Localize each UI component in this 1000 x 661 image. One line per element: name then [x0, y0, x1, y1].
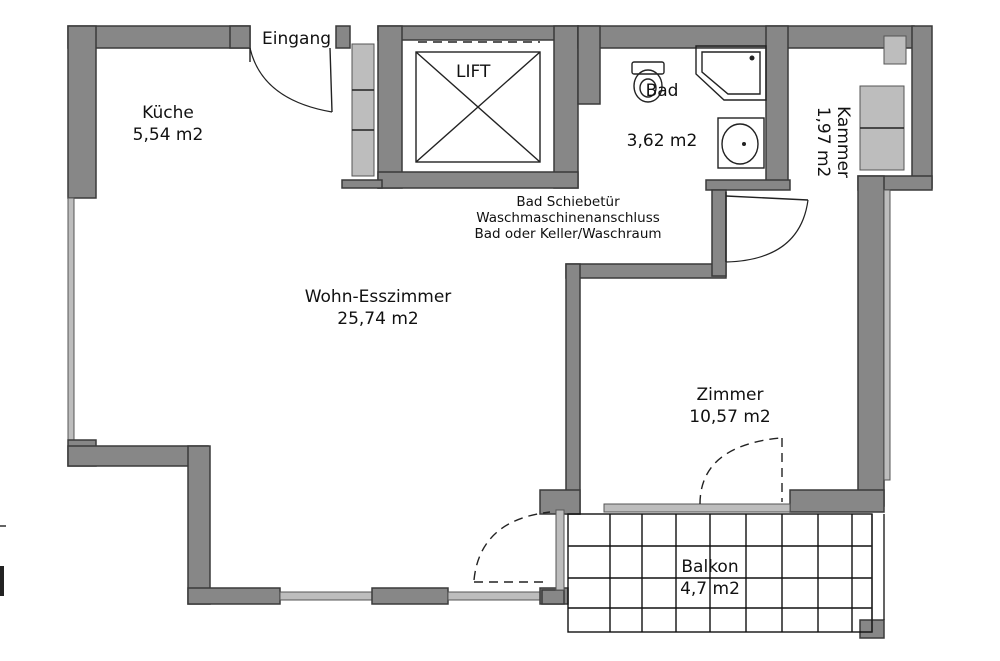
- balkon-name: Balkon: [681, 557, 738, 577]
- lift-shaft: LIFT: [415, 41, 541, 163]
- window-bottom-2: [447, 591, 541, 601]
- wall-zimmer-top: [565, 263, 727, 279]
- wall-zimmer-top-right: [711, 189, 727, 277]
- column-top-right: [883, 35, 907, 65]
- sink-icon: [717, 117, 765, 169]
- wall-lift-top: [377, 25, 579, 41]
- kitchen-cabinet: [351, 43, 375, 177]
- wall-bath-left: [577, 25, 601, 105]
- zimmer-door[interactable]: [725, 192, 809, 263]
- zimmer-name: Zimmer: [697, 385, 764, 405]
- kueche-name: Küche: [142, 103, 194, 123]
- wall-right-upper: [911, 25, 933, 189]
- wall-bottom-left: [187, 587, 281, 605]
- wall-top-bath: [577, 25, 915, 49]
- edge-bar: [0, 566, 4, 596]
- wall-entrance-left: [229, 25, 251, 49]
- wall-lift-left: [377, 25, 403, 189]
- note-1: Bad Schiebetür: [516, 194, 620, 210]
- window-bottom-1: [279, 591, 373, 601]
- wall-bath-bottom: [705, 179, 791, 191]
- lift-label: LIFT: [456, 62, 491, 82]
- kammer-name: Kammer: [833, 106, 853, 178]
- doors: [249, 47, 809, 583]
- zimmer-area: 10,57 m2: [689, 407, 770, 427]
- wall-bottom-mid: [371, 587, 449, 605]
- wall-zimmer-bottom-right: [789, 489, 885, 513]
- kueche-area: 5,54 m2: [133, 125, 204, 145]
- walls: [67, 25, 933, 639]
- balkon-area: 4,7 m2: [680, 579, 740, 599]
- room-labels: Eingang Küche 5,54 m2 Bad 3,62 m2 Kammer…: [133, 29, 853, 599]
- wall-balcony-base: [541, 589, 565, 605]
- wohn-area: 25,74 m2: [337, 309, 418, 329]
- window-right: [883, 189, 891, 481]
- zimmer-balcony-door[interactable]: [699, 437, 783, 505]
- wall-living-step: [67, 445, 209, 467]
- bad-name: Bad: [646, 81, 679, 101]
- kammer-area: 1,97 m2: [813, 107, 833, 178]
- entrance-label: Eingang: [262, 29, 331, 49]
- wall-lift-bottom: [377, 171, 579, 189]
- wohn-name: Wohn-Esszimmer: [305, 287, 452, 307]
- living-balcony-door[interactable]: [473, 511, 551, 583]
- bath-fixtures: [631, 45, 767, 169]
- wall-lift-corner: [341, 179, 383, 189]
- wall-entrance-right: [335, 25, 351, 49]
- toilet-icon: [631, 61, 665, 103]
- note-2: Waschmaschinenanschluss: [476, 210, 660, 226]
- wall-zimmer-left: [565, 263, 581, 515]
- note-3: Bad oder Keller/Waschraum: [474, 226, 661, 242]
- window-zimmer-bottom: [603, 503, 791, 513]
- shower-icon: [695, 45, 767, 101]
- bad-area: 3,62 m2: [627, 131, 698, 151]
- wall-right-zimmer: [857, 175, 885, 507]
- balcony-door-frame: [555, 509, 565, 591]
- window-left: [67, 197, 75, 454]
- balcony: [567, 513, 885, 633]
- wall-bath-kammer: [765, 25, 789, 185]
- lift-car: [415, 51, 541, 163]
- wall-lift-right: [553, 25, 579, 189]
- wall-living-lower-left: [187, 445, 211, 605]
- wall-left-upper: [67, 25, 97, 199]
- entrance-door[interactable]: [249, 47, 333, 113]
